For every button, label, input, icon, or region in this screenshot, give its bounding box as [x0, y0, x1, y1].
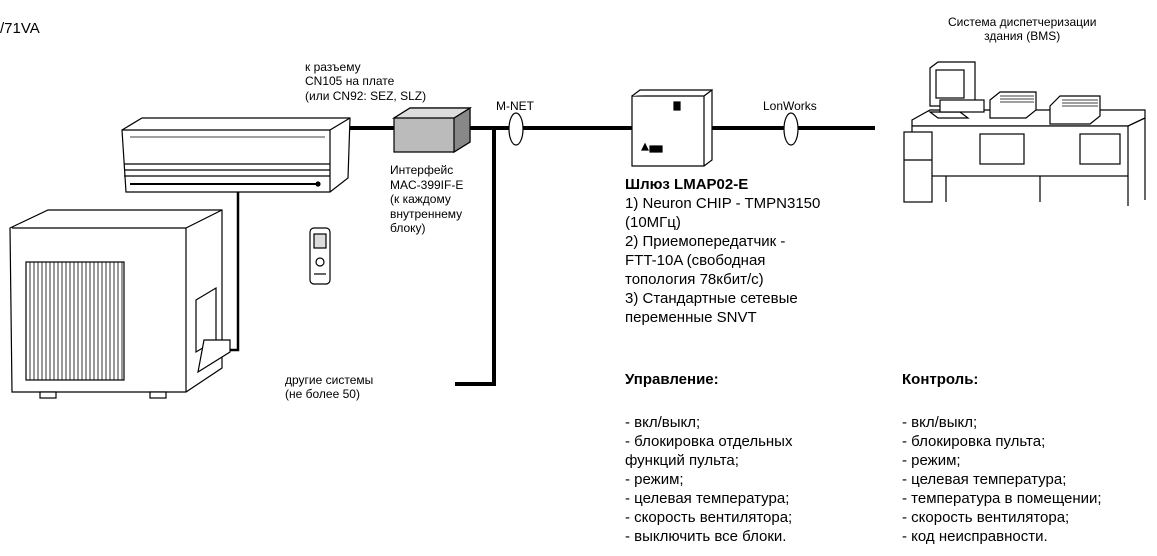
gateway-title: Шлюз LMAP02-E: [625, 175, 748, 194]
bms-workstation: [904, 62, 1145, 206]
indoor-unit: [122, 118, 350, 192]
mnet-ferrite-core: [509, 113, 523, 145]
remote-controller: [310, 228, 330, 284]
other-systems-label: другие системы (не более 50): [285, 373, 373, 402]
lonworks-label: LonWorks: [763, 99, 817, 113]
mnet-label: M-NET: [496, 99, 534, 113]
gateway-specs: 1) Neuron CHIP - TMPN3150 (10МГц) 2) При…: [625, 194, 820, 327]
bms-label: Система диспетчеризации здания (BMS): [948, 15, 1096, 44]
monitoring-heading: Контроль:: [902, 370, 978, 389]
connector-note: к разъему CN105 на плате (или CN92: SEZ,…: [305, 60, 426, 103]
outdoor-unit: [10, 210, 230, 398]
interface-module: [394, 108, 470, 152]
monitoring-list: - вкл/выкл; - блокировка пульта; - режим…: [902, 413, 1102, 546]
control-heading: Управление:: [625, 370, 719, 389]
control-list: - вкл/выкл; - блокировка отдельных функц…: [625, 413, 792, 546]
lonworks-ferrite-core: [784, 113, 798, 145]
refrigerant-cable: [226, 190, 238, 350]
interface-label: Интерфейс MAC-399IF-E (к каждому внутрен…: [390, 163, 463, 236]
model-fragment-label: /71VA: [0, 19, 40, 38]
gateway-device: [632, 90, 712, 166]
